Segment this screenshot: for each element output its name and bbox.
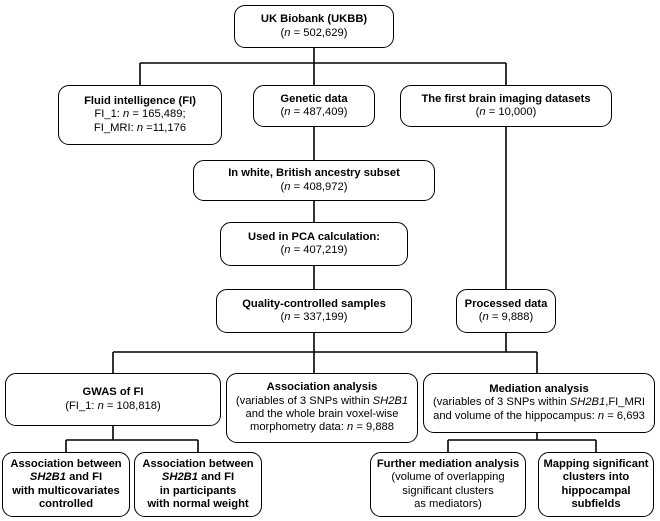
node-line: Association between xyxy=(10,457,122,470)
node-title: Processed data xyxy=(464,297,548,310)
node-line: Association between xyxy=(142,457,254,470)
node-line: with normal weight xyxy=(147,497,249,510)
mediation-analysis-box: Mediation analysis(variables of 3 SNPs w… xyxy=(423,373,655,433)
node-line: (n = 10,000) xyxy=(475,106,537,118)
node-title: UK Biobank (UKBB) xyxy=(260,13,368,26)
node-line: and the whole brain voxel-wise xyxy=(245,408,399,420)
node-line: and volume of the hippocampus: n = 6,693 xyxy=(433,409,645,422)
node-title: Quality-controlled samples xyxy=(242,297,386,310)
node-line: morphometry data: n = 9,888 xyxy=(250,421,394,434)
node-title: GWAS of FI xyxy=(82,386,144,399)
node-title: Used in PCA calculation: xyxy=(248,230,380,243)
fluid-intelligence-box: Fluid intelligence (FI)FI_1: n = 165,489… xyxy=(58,85,222,145)
brain-imaging-box: The first brain imaging datasets(n = 10,… xyxy=(400,85,612,127)
genetic-data-box: Genetic data(n = 487,409) xyxy=(253,85,375,127)
node-title: Fluid intelligence (FI) xyxy=(84,94,196,107)
ukbb-box: UK Biobank (UKBB)(n = 502,629) xyxy=(234,5,394,48)
node-line: SH2B1 and FI xyxy=(161,471,235,484)
node-line: FI_1: n = 165,489; xyxy=(94,108,186,121)
node-line: (n = 9,888) xyxy=(478,311,534,323)
white-british-box: In white, British ancestry subset(n = 40… xyxy=(193,160,435,201)
node-line: Mapping significant xyxy=(543,457,649,470)
pca-box: Used in PCA calculation:(n = 407,219) xyxy=(220,222,408,266)
node-line: (volume of overlapping xyxy=(391,471,505,484)
further-mediation-box: Further mediation analysis(volume of ove… xyxy=(370,452,526,517)
node-title: Further mediation analysis xyxy=(376,457,520,470)
association-analysis-box: Association analysis(variables of 3 SNPs… xyxy=(226,373,418,443)
node-title: Mediation analysis xyxy=(489,382,589,395)
node-line: hippocampal xyxy=(561,484,631,497)
node-title: The first brain imaging datasets xyxy=(421,92,591,105)
node-line: SH2B1 and FI xyxy=(29,471,103,484)
node-line: in participants xyxy=(159,484,237,497)
node-title: Association analysis xyxy=(266,381,378,394)
node-line: (FI_1: n = 108,818) xyxy=(65,399,161,412)
node-line: clusters into xyxy=(562,471,630,484)
node-line: (n = 407,219) xyxy=(280,244,348,256)
node-title: Genetic data xyxy=(280,92,348,105)
node-line: with multicovariates xyxy=(12,484,120,497)
node-line: subfields xyxy=(571,497,621,510)
node-title: In white, British ancestry subset xyxy=(228,167,400,180)
node-line: (variables of 3 SNPs within SH2B1,FI_MRI xyxy=(432,396,646,409)
quality-controlled-box: Quality-controlled samples(n = 337,199) xyxy=(216,289,412,333)
node-line: (n = 502,629) xyxy=(280,26,348,39)
node-line: (variables of 3 SNPs within SH2B1 xyxy=(235,394,409,407)
node-line: (n = 408,972) xyxy=(280,180,348,193)
node-line: controlled xyxy=(38,497,94,510)
node-line: FI_MRI: n =11,176 xyxy=(93,121,187,134)
node-line: as mediators) xyxy=(414,497,482,510)
gwas-box: GWAS of FI(FI_1: n = 108,818) xyxy=(5,373,221,426)
processed-data-box: Processed data(n = 9,888) xyxy=(456,289,556,333)
node-line: (n = 487,409) xyxy=(280,106,348,118)
node-line: significant clusters xyxy=(402,484,494,497)
node-line: (n = 337,199) xyxy=(280,311,348,323)
